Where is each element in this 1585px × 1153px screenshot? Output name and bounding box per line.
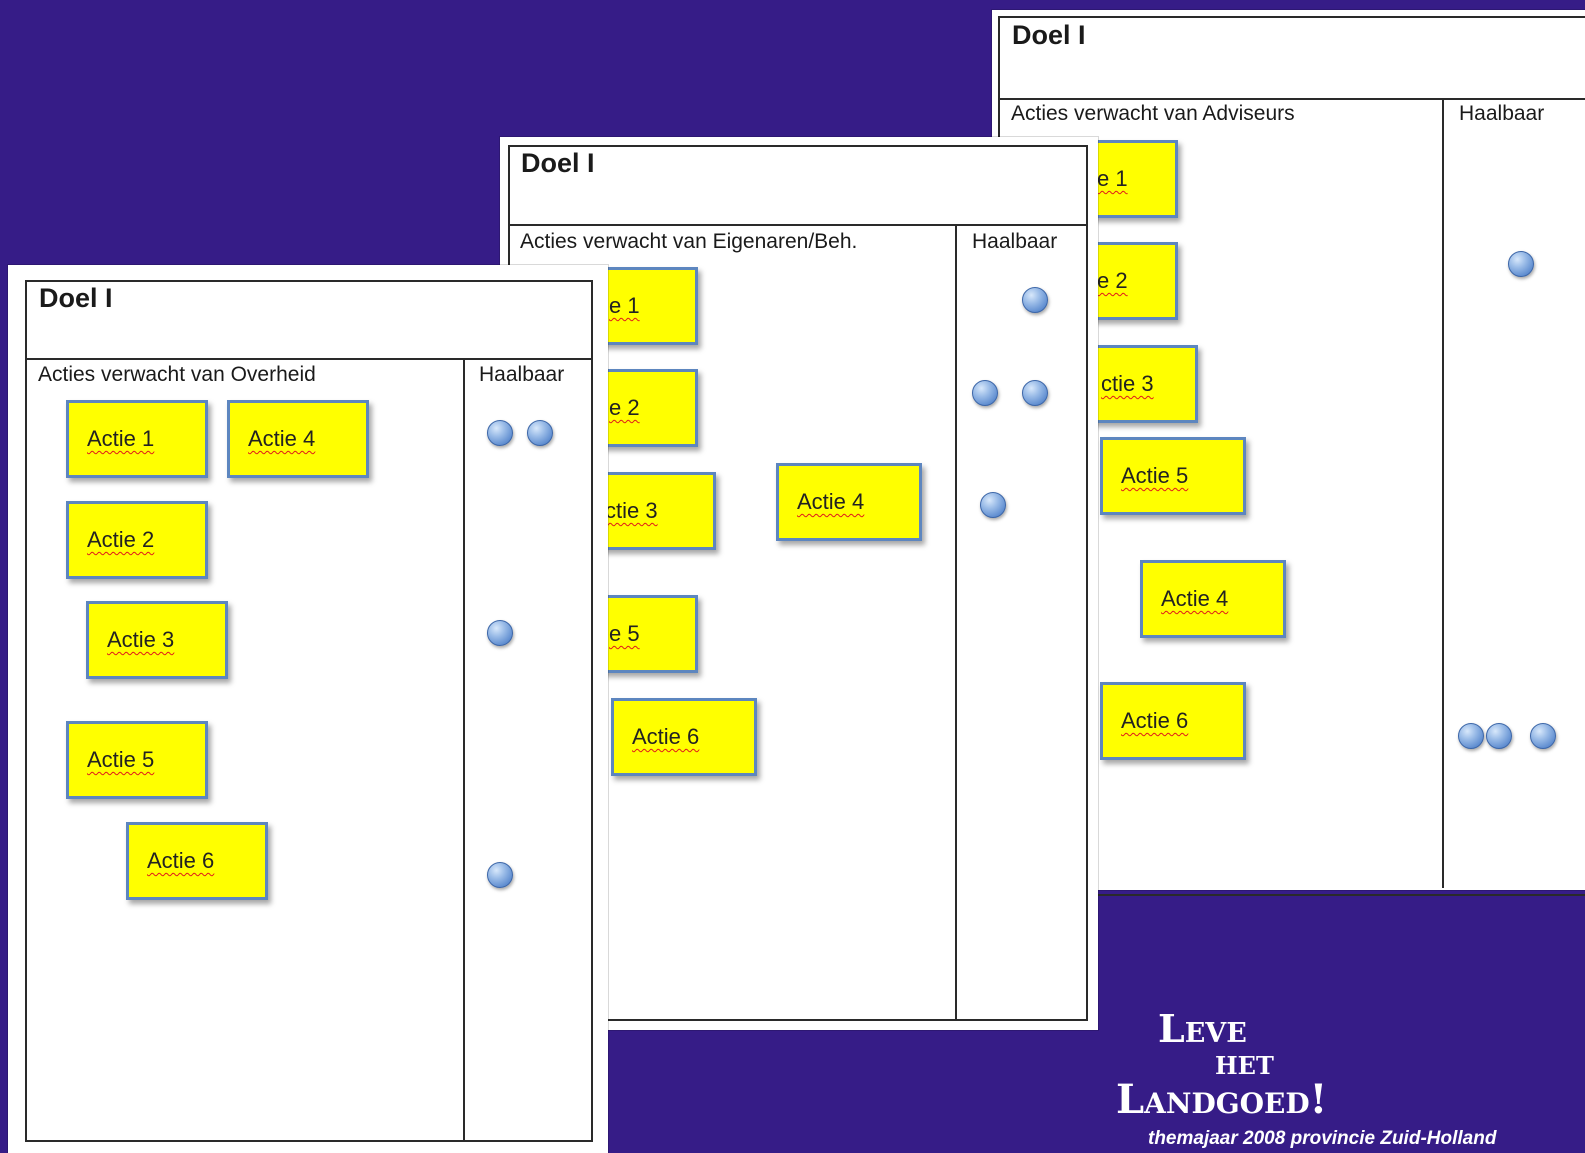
note-label: ctie 3 [605, 498, 658, 523]
feasibility-dot[interactable] [1530, 723, 1556, 749]
sheet-title: Doel I [39, 283, 113, 313]
sheet-title: Doel I [521, 148, 595, 178]
sticky-note[interactable]: Actie 5 [66, 721, 208, 799]
sticky-note[interactable]: Actie 4 [227, 400, 369, 478]
header-divider [508, 224, 1088, 226]
sticky-note[interactable]: Actie 3 [86, 601, 228, 679]
note-label: Actie 6 [147, 848, 215, 873]
logo-line-3: Landgoed! [1116, 1076, 1328, 1123]
feasibility-dot[interactable] [1022, 380, 1048, 406]
note-label: Actie 2 [87, 527, 155, 552]
sticky-note[interactable]: Actie 6 [1100, 682, 1246, 760]
sticky-note[interactable]: Actie 5 [1100, 437, 1246, 515]
logo-line-1: Leve [1158, 1006, 1247, 1051]
sticky-note[interactable]: Actie 6 [126, 822, 268, 900]
feasibility-dot[interactable] [1022, 287, 1048, 313]
note-label: Actie 4 [248, 426, 316, 451]
column-header-actions: Acties verwacht van Adviseurs [1011, 102, 1295, 125]
note-label: Actie 1 [87, 426, 155, 451]
column-header-haalbaar: Haalbaar [972, 230, 1058, 253]
column-header-haalbaar: Haalbaar [479, 363, 565, 386]
sheet-frame [25, 280, 593, 1142]
note-label: ctie 3 [1101, 371, 1154, 396]
column-divider [955, 224, 957, 1021]
sticky-note[interactable]: Actie 2 [66, 501, 208, 579]
feasibility-dot[interactable] [1486, 723, 1512, 749]
feasibility-dot[interactable] [980, 492, 1006, 518]
note-label: Actie 3 [107, 627, 175, 652]
sheet-title: Doel I [1012, 20, 1086, 50]
header-divider [998, 98, 1585, 100]
sheet-overheid: Doel I Acties verwacht van Overheid Haal… [8, 265, 608, 1153]
note-label: Actie 4 [797, 489, 865, 514]
note-label: e 5 [609, 621, 640, 646]
column-header-haalbaar: Haalbaar [1459, 102, 1545, 125]
feasibility-dot[interactable] [1508, 251, 1534, 277]
tagline: themajaar 2008 provincie Zuid-Holland [1148, 1128, 1497, 1149]
feasibility-dot[interactable] [487, 420, 513, 446]
sticky-note[interactable]: Actie 1 [66, 400, 208, 478]
note-label: e 1 [1097, 166, 1128, 191]
logo-line-2: het [1215, 1043, 1274, 1083]
column-header-actions: Acties verwacht van Eigenaren/Beh. [520, 230, 858, 253]
note-label: e 2 [609, 395, 640, 420]
column-header-actions: Acties verwacht van Overheid [38, 363, 316, 386]
feasibility-dot[interactable] [972, 380, 998, 406]
sticky-note[interactable]: Actie 4 [1140, 560, 1286, 638]
column-divider [1442, 98, 1444, 888]
note-label: Actie 5 [87, 747, 155, 772]
header-divider [25, 358, 593, 360]
note-label: e 1 [609, 293, 640, 318]
feasibility-dot[interactable] [487, 862, 513, 888]
feasibility-dot[interactable] [1458, 723, 1484, 749]
note-label: Actie 4 [1161, 586, 1229, 611]
sticky-note[interactable]: Actie 4 [776, 463, 922, 541]
note-label: e 2 [1097, 268, 1128, 293]
note-label: Actie 6 [632, 724, 700, 749]
feasibility-dot[interactable] [487, 620, 513, 646]
feasibility-dot[interactable] [527, 420, 553, 446]
note-label: Actie 6 [1121, 708, 1189, 733]
note-label: Actie 5 [1121, 463, 1189, 488]
sticky-note[interactable]: Actie 6 [611, 698, 757, 776]
column-divider [463, 358, 465, 1142]
